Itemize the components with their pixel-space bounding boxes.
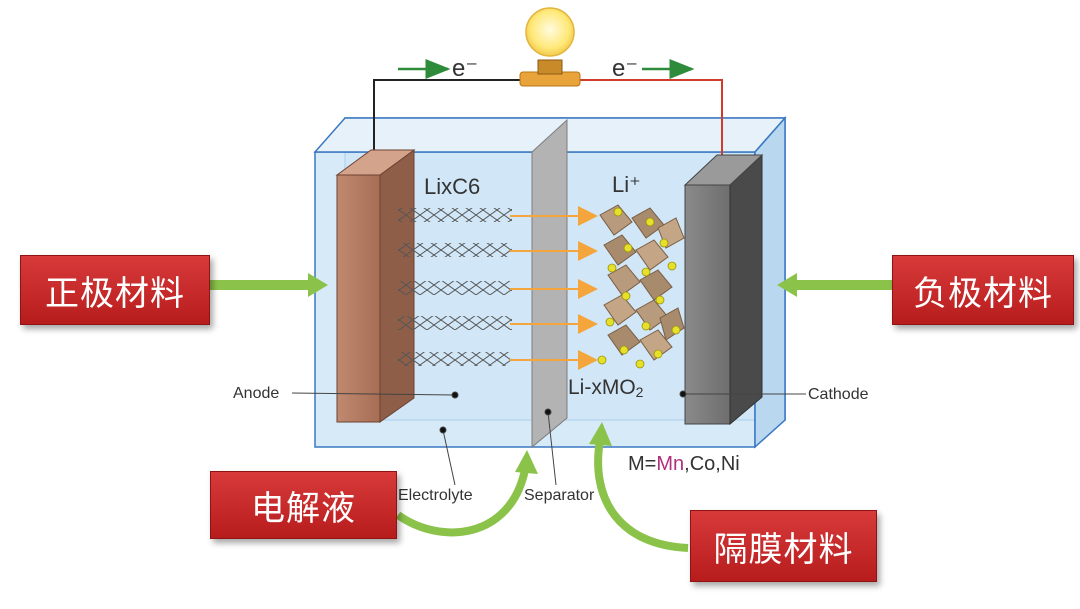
electron-label-left: e⁻ (452, 55, 478, 82)
green-pointer-arrows (210, 273, 895, 552)
cathode-wire (580, 79, 723, 162)
cathode-label: Cathode (808, 386, 869, 403)
callout-separator-material: 隔膜材料 (690, 510, 877, 582)
li-ion-label: Li⁺ (612, 172, 641, 197)
separator-membrane (531, 118, 568, 449)
light-bulb-icon (519, 7, 581, 87)
callout-negative-material: 负极材料 (892, 255, 1074, 325)
anode-label: Anode (233, 385, 279, 402)
anode-wire (373, 79, 520, 168)
electrolyte-label: Electrolyte (398, 487, 473, 504)
cathode-material-label: Li-xMO2 (568, 376, 644, 400)
callout-electrolyte: 电解液 (210, 471, 397, 539)
separator-label: Separator (524, 487, 595, 504)
leader-lines (291, 390, 806, 486)
anode-material-label: LixC6 (424, 174, 480, 199)
li-ion-arrows (510, 206, 598, 370)
graphite-layers (398, 208, 512, 366)
metal-oxide-lattice (597, 204, 685, 369)
callout-positive-material: 正极材料 (20, 255, 210, 325)
cathode-electrode (683, 153, 764, 426)
electron-label-right: e⁻ (612, 55, 638, 82)
metals-label: M=Mn,Co,Ni (628, 453, 740, 475)
